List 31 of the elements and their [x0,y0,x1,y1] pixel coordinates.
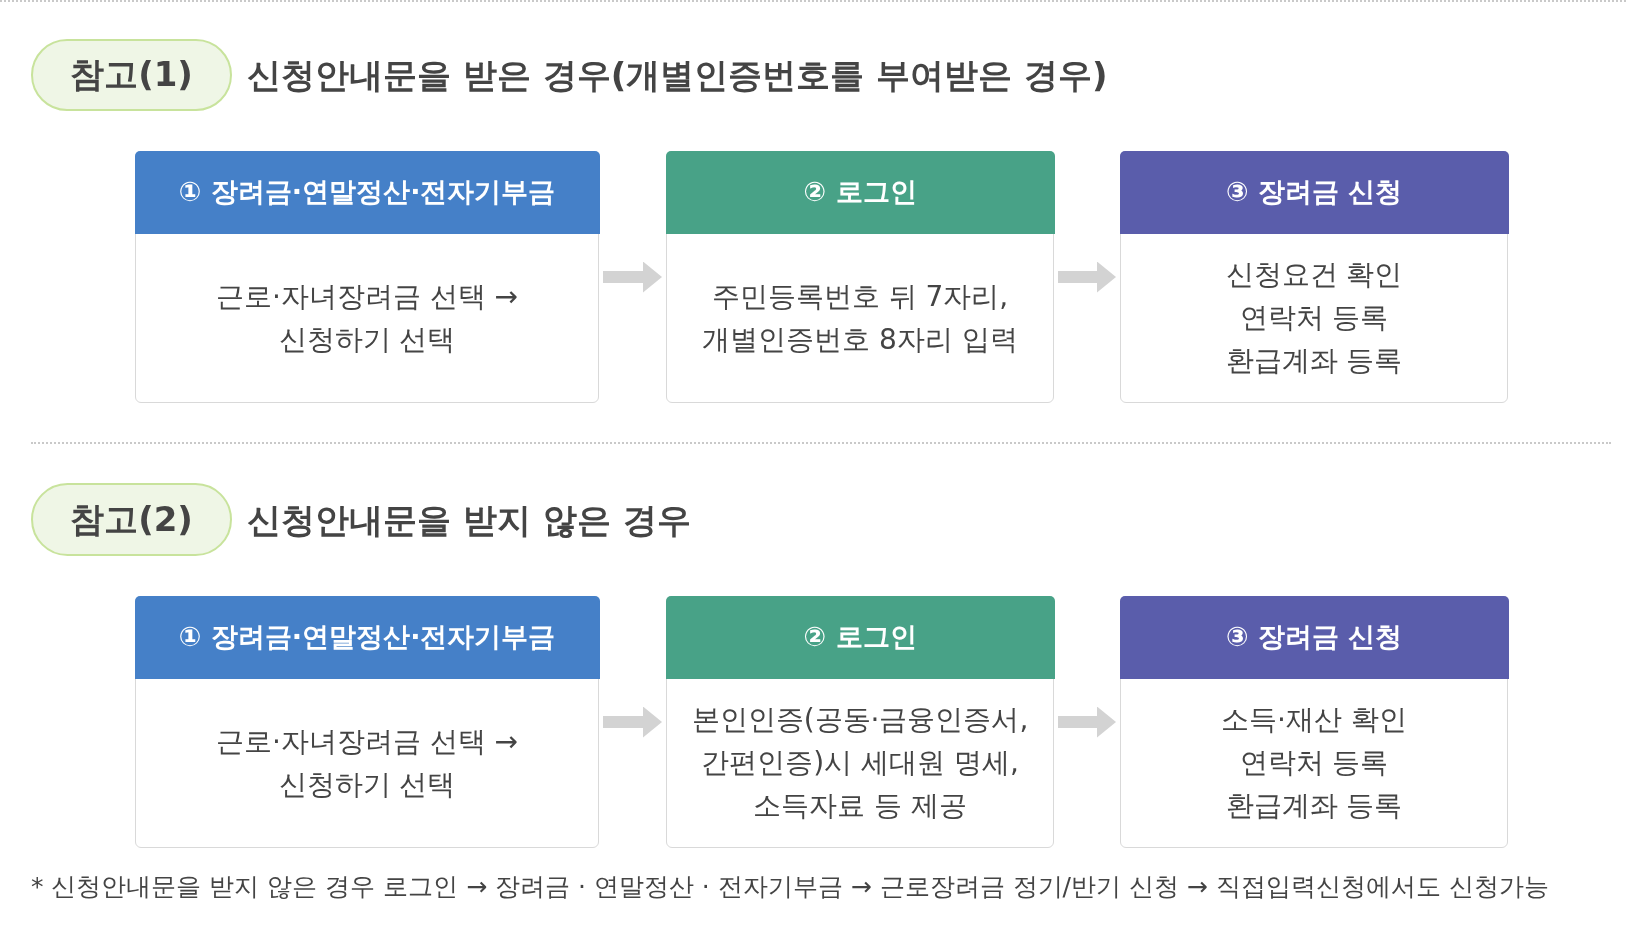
card-header: ② 로그인 [665,150,1055,234]
section-title: 신청안내문을 받은 경우(개별인증번호를 부여받은 경우) [247,54,1108,96]
card-header: ② 로그인 [665,595,1055,679]
step-card [135,151,599,403]
step-text: 근로·자녀장려금 선택 → 신청하기 선택 [214,723,520,803]
arrow [1058,261,1116,293]
step-card [666,151,1054,403]
step-card [1120,596,1508,848]
card-header: ③ 장려금 신청 [1119,595,1509,679]
card-header: ① 장려금·연말정산·전자기부금 [134,595,600,679]
step-text: 소득·재산 확인 [1221,702,1407,739]
arrow [603,261,662,293]
step-card [1120,151,1508,403]
card-header: ③ 장려금 신청 [1119,150,1509,234]
step-text: 주민등록번호 뒤 7자리, 개별인증번호 8자리 입력 [701,278,1019,358]
card-header: ① 장려금·연말정산·전자기부금 [134,150,600,234]
step-text: 환급계좌 등록 [1225,788,1403,825]
step-card [135,596,599,848]
tag-pill: 참고(2) [31,483,232,556]
footnote: * 신청안내문을 받지 않은 경우 로그인 → 장려금 · 연말정산 · 전자기부금 → 근로장려금 정기/반기 신청 → 직접입력신청에서도 신청가능 [31,872,1549,902]
step-text: 연락처 등록 [1239,300,1389,337]
step-text: 본인인증(공동·금융인증서, 간편인증)시 세대원 명세, 소득자료 등 제공 [690,702,1030,825]
tag-pill: 참고(1) [31,39,232,111]
step-card [666,596,1054,848]
step-text: 근로·자녀장려금 선택 → 신청하기 선택 [214,278,520,358]
step-text: 연락처 등록 [1239,745,1389,782]
arrow [603,706,662,738]
section-title: 신청안내문을 받지 않은 경우 [247,499,691,540]
step-text: 환급계좌 등록 [1225,343,1403,380]
step-text: 신청요건 확인 [1225,257,1403,294]
arrow [1058,706,1116,738]
